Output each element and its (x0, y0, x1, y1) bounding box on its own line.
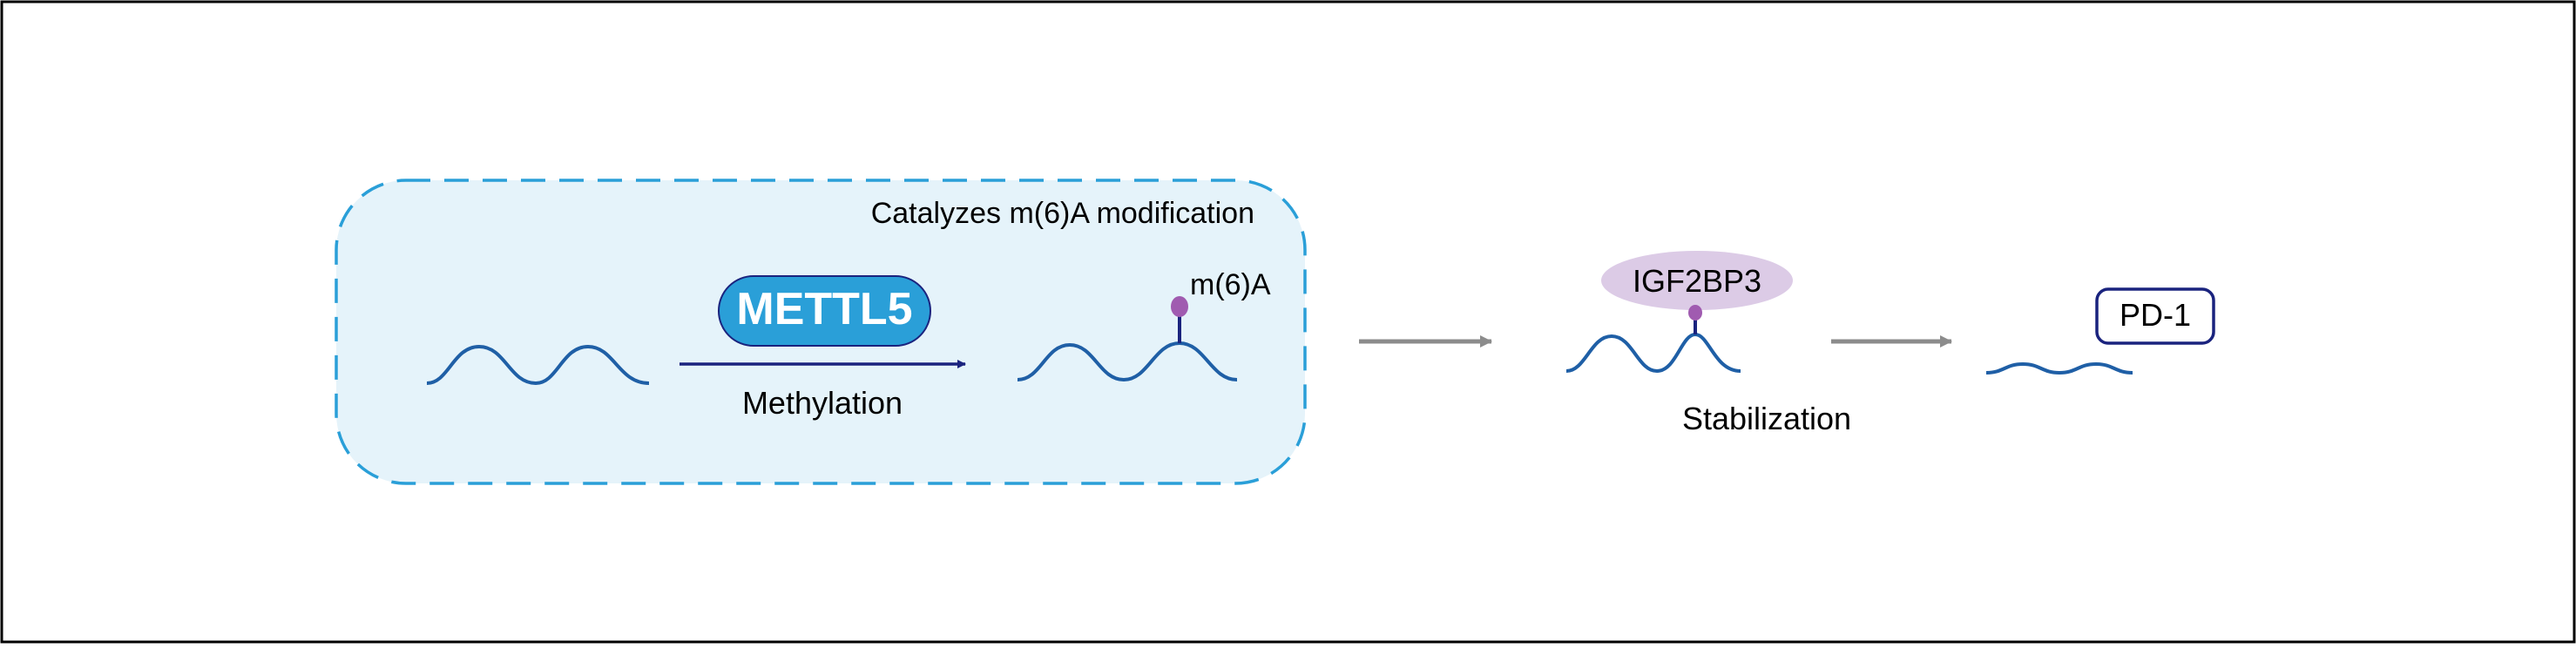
pd1-mrna-strand (1985, 361, 2133, 375)
igf2bp3-reader (1601, 251, 1793, 310)
m6a-mark (1171, 296, 1188, 317)
methylation-label: Methylation (742, 385, 903, 421)
pd1-box (2095, 287, 2215, 345)
mettl5-enzyme (718, 275, 931, 347)
unmodified-rna-strand (426, 344, 650, 386)
stabilized-rna-strand (1565, 332, 1741, 374)
mettl5-label: METTL5 (736, 284, 912, 334)
m6a-label: m(6)A (1190, 268, 1271, 301)
stabilization-label: Stabilization (1682, 401, 1851, 436)
bound-m6a-mark (1688, 305, 1702, 321)
catalysis-caption: Catalyzes m(6)A modification (871, 197, 1254, 230)
igf2bp3-label: IGF2BP3 (1633, 263, 1761, 299)
pd1-label: PD-1 (2120, 297, 2191, 333)
methylated-rna-strand (1017, 341, 1238, 382)
